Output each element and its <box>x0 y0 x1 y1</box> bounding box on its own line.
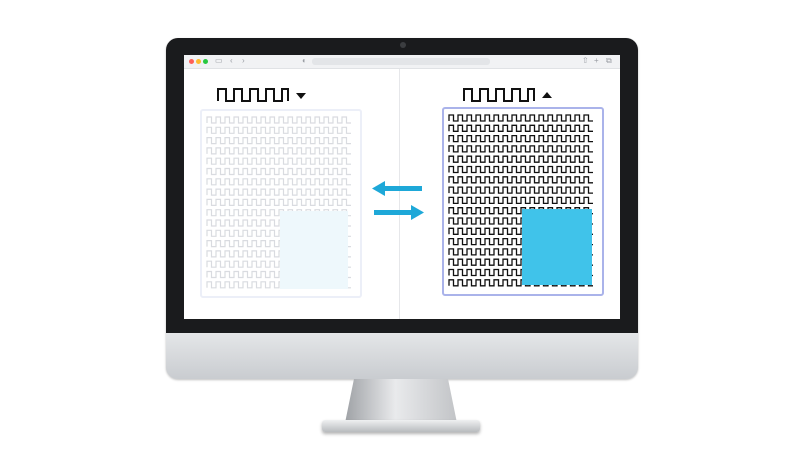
active-wave-pattern <box>448 114 593 287</box>
caret-up-icon <box>542 92 552 98</box>
monitor-stand <box>345 379 457 423</box>
panel-divider <box>399 69 400 319</box>
arrow-left-icon <box>372 181 422 196</box>
monitor-stand-base <box>322 420 480 432</box>
wave-row <box>448 176 593 184</box>
wave-row <box>206 116 351 124</box>
wave-row <box>448 196 593 205</box>
wave-row <box>206 178 351 186</box>
placeholder-block-left <box>280 211 348 289</box>
shield-icon: ◐ <box>302 56 307 65</box>
arrow-right-icon <box>374 205 424 220</box>
wave-row <box>206 188 351 196</box>
wave-row <box>448 165 593 174</box>
wave-row <box>448 134 593 143</box>
close-window-button[interactable] <box>189 59 194 64</box>
pattern-panel-right[interactable] <box>442 107 604 296</box>
zoom-window-button[interactable] <box>203 59 208 64</box>
pattern-selector-right[interactable] <box>462 85 552 103</box>
wave-row <box>206 167 351 176</box>
wave-row <box>206 126 351 134</box>
pattern-panel-left[interactable] <box>200 109 362 298</box>
monitor-chin <box>166 333 638 379</box>
faded-wave-pattern <box>206 116 351 289</box>
wave-row <box>448 155 593 163</box>
chevron-right-icon[interactable]: › <box>242 56 245 65</box>
square-wave-icon <box>217 88 289 102</box>
wave-row <box>448 145 593 153</box>
plus-icon[interactable]: + <box>594 56 599 65</box>
minimize-window-button[interactable] <box>196 59 201 64</box>
pattern-selector-left[interactable] <box>216 85 308 103</box>
wave-row <box>448 207 593 215</box>
highlight-block-right <box>522 209 592 285</box>
wave-row <box>206 147 351 155</box>
wave-row <box>448 124 593 132</box>
sidebar-icon[interactable]: ▭ <box>215 56 223 65</box>
wave-row <box>206 157 351 165</box>
share-icon[interactable]: ⇧ <box>582 56 589 65</box>
browser-toolbar: ▭ ‹ › ◐ ⇧ + ⧉ <box>184 55 620 69</box>
caret-down-icon <box>296 93 306 99</box>
square-wave-icon <box>463 88 535 102</box>
address-bar[interactable] <box>312 58 490 65</box>
camera-icon <box>400 42 406 48</box>
wave-row <box>206 198 351 206</box>
tabs-icon[interactable]: ⧉ <box>606 56 612 65</box>
wave-row <box>206 209 351 217</box>
wave-row <box>206 137 351 145</box>
wave-row <box>448 114 593 122</box>
chevron-left-icon[interactable]: ‹ <box>230 56 233 65</box>
swap-arrows-icon[interactable] <box>368 179 428 223</box>
wave-row <box>448 186 593 194</box>
browser-window: ▭ ‹ › ◐ ⇧ + ⧉ <box>184 55 620 319</box>
